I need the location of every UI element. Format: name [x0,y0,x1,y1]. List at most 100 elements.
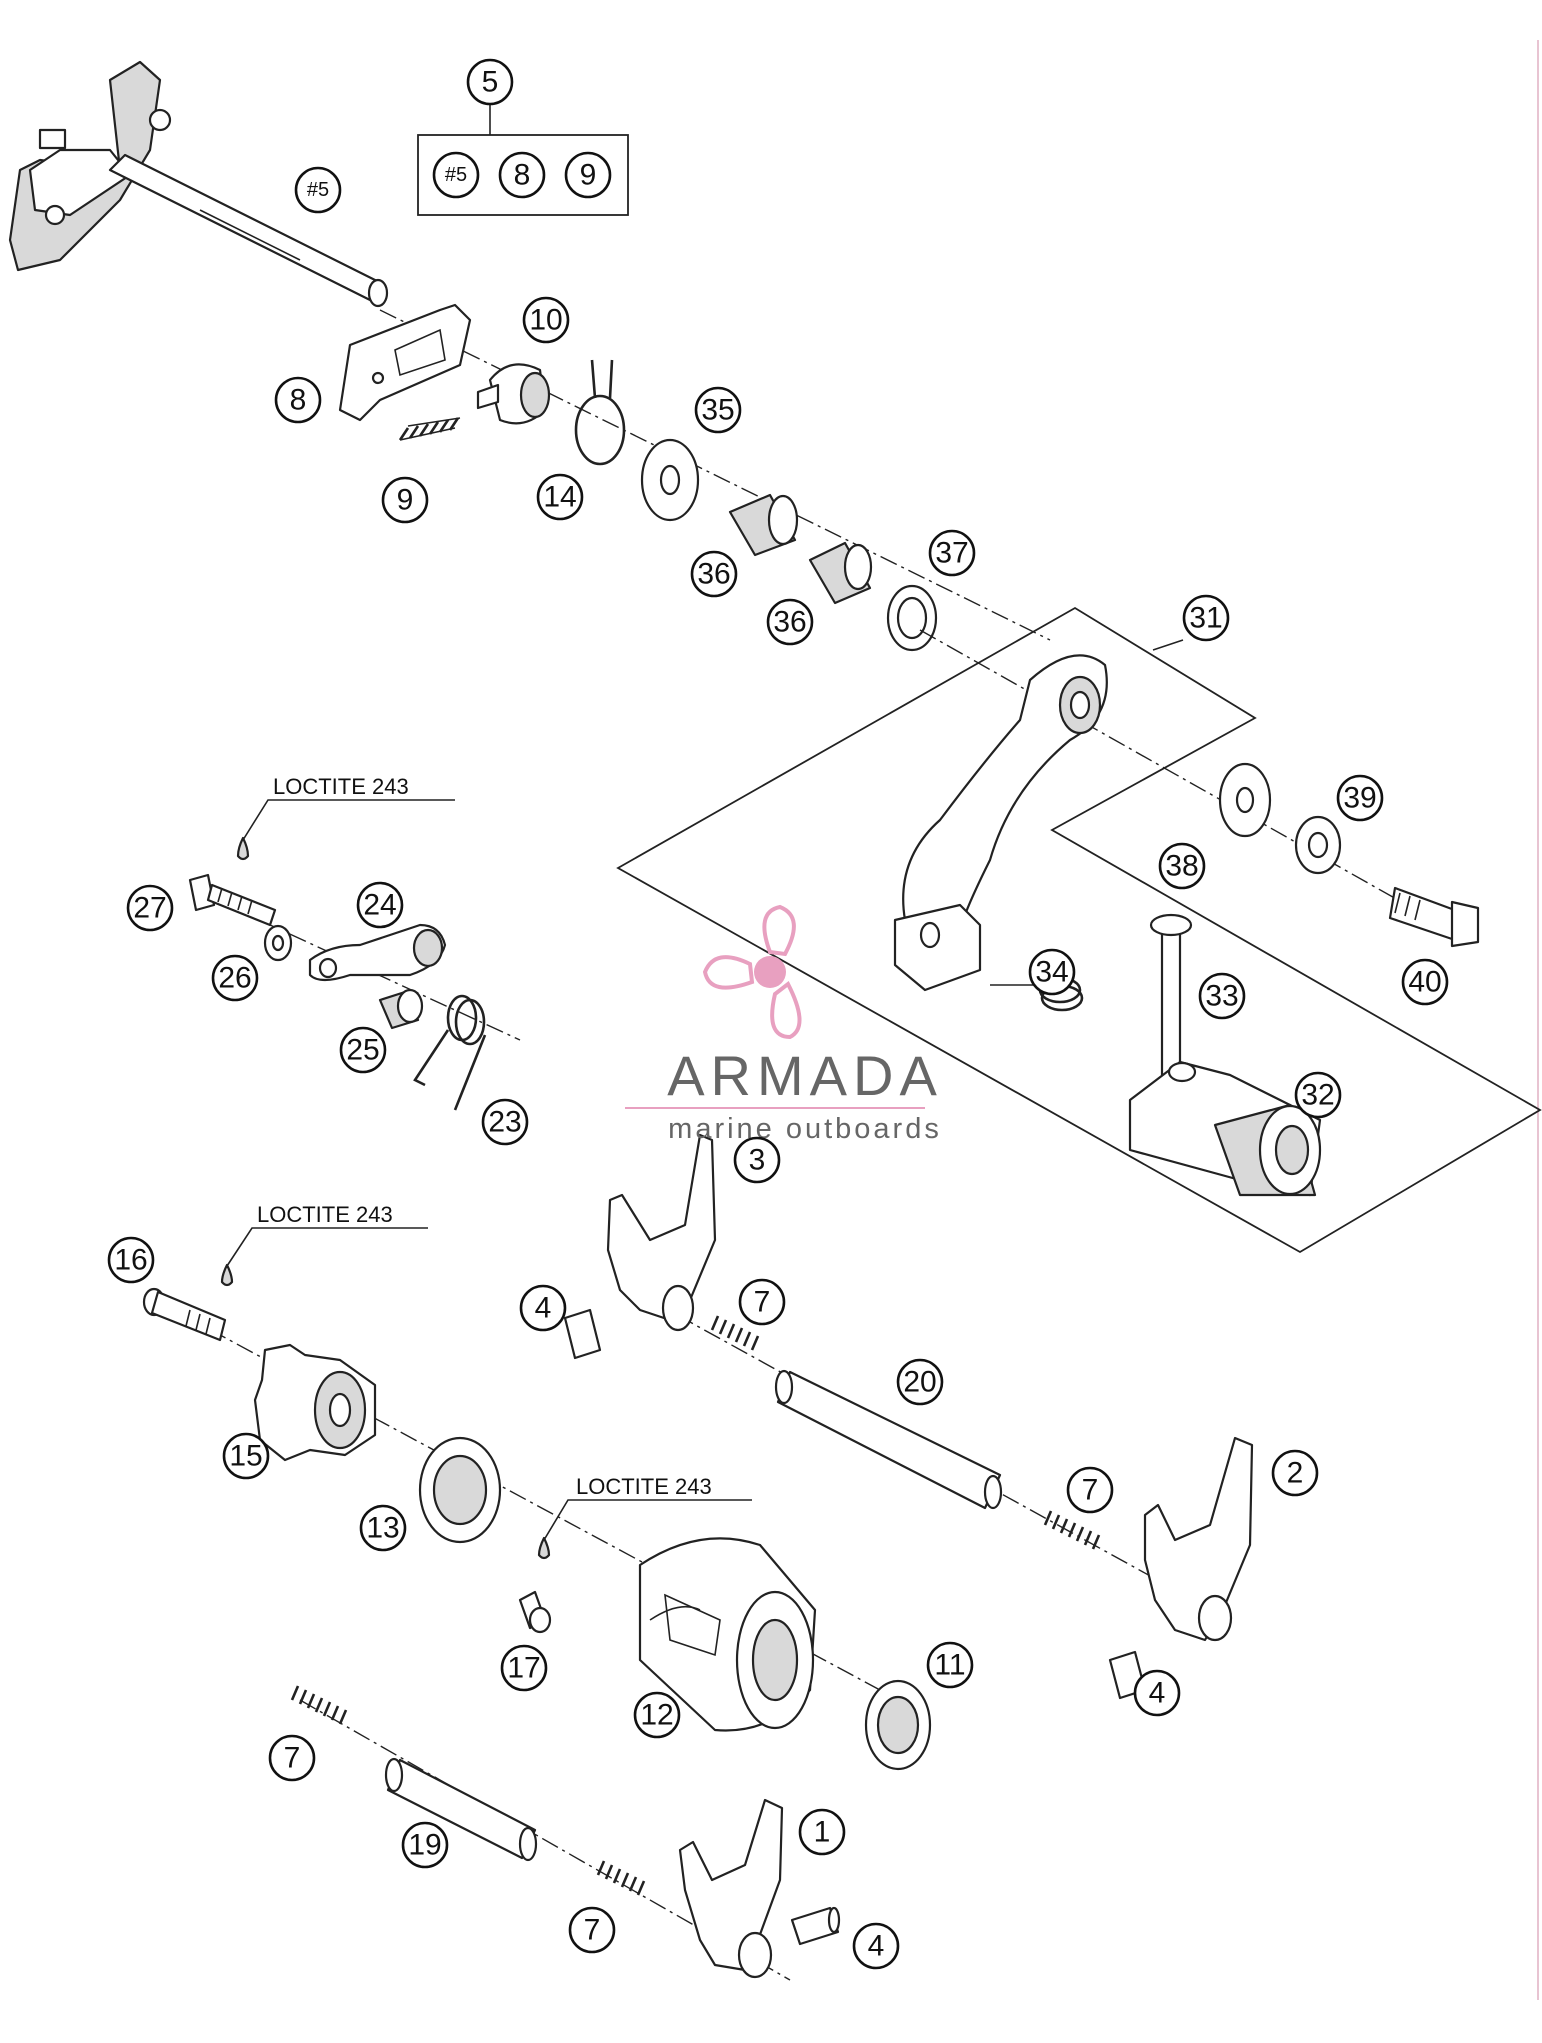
callout-kit-9: 9 [564,151,612,199]
callout-23: 23 [481,1098,529,1146]
svg-text:32: 32 [1301,1079,1334,1112]
pin-33 [1149,913,1193,1077]
callout-32: 32 [1294,1071,1342,1119]
svg-text:25: 25 [346,1034,379,1067]
loctite-drop-1 [236,799,455,861]
svg-text:8: 8 [514,159,531,192]
svg-text:26: 26 [218,962,251,995]
shift-star-15 [253,1343,377,1462]
callout-12: 12 [633,1691,681,1739]
svg-text:1: 1 [814,1816,831,1849]
propeller-icon [702,904,802,1040]
watermark-brand: ARMADA [667,1044,943,1107]
callout-31: 31 [1182,594,1230,642]
callout-25: 25 [339,1026,387,1074]
svg-text:10: 10 [529,304,562,337]
svg-text:23: 23 [488,1106,521,1139]
callout-4b: 4 [1133,1669,1181,1717]
shift-fork-3 [606,1133,1231,1621]
callout-34: 34 [1028,948,1076,996]
svg-text:4: 4 [1149,1677,1166,1710]
callout-1: 1 [798,1808,846,1856]
loctite-label-2: LOCTITE 243 [257,1202,393,1227]
spring-7a [710,1315,760,1351]
svg-text:27: 27 [133,892,166,925]
callout-kit-8: 8 [498,151,546,199]
svg-text:19: 19 [408,1829,441,1862]
spring-23 [413,994,487,1111]
callout-11: 11 [926,1641,974,1689]
callout-3: 3 [733,1136,781,1184]
svg-text:7: 7 [284,1742,301,1775]
bearing-11 [864,1679,932,1771]
bolt-27 [188,873,521,1041]
callout-20: 20 [896,1358,944,1406]
callout-24: 24 [356,881,404,929]
callout-33: 33 [1198,972,1246,1020]
shift-fork-2 [1143,1436,1254,1642]
svg-text:31: 31 [1189,602,1222,635]
shift-fork-1 [678,1798,784,1979]
callout-7d: 7 [568,1906,616,1954]
watermark-tagline: marine outboards [668,1113,942,1145]
svg-text:7: 7 [754,1286,771,1319]
callout-37: 37 [928,529,976,577]
svg-text:8: 8 [290,384,307,417]
washer-26 [263,924,293,962]
seal-ring-37 [886,584,938,652]
roller-25 [378,988,424,1030]
svg-text:4: 4 [868,1930,885,1963]
svg-text:36: 36 [773,606,806,639]
loctite-drop-2 [220,1227,428,1287]
callout-shaft-5: #5 [294,166,342,214]
svg-text:9: 9 [397,484,414,517]
svg-text:#5: #5 [307,179,329,201]
svg-text:40: 40 [1408,966,1441,999]
callout-19: 19 [401,1821,449,1869]
callout-38: 38 [1158,842,1206,890]
callout-15: 15 [222,1432,270,1480]
spring-7b [1043,1510,1101,1550]
callout-36b: 36 [766,598,814,646]
callout-4c: 4 [852,1922,900,1970]
loctite-label-1: LOCTITE 243 [273,774,409,799]
ratchet-10 [476,363,551,425]
svg-text:9: 9 [580,159,597,192]
svg-text:37: 37 [935,537,968,570]
fork-rail-20 [774,1369,1003,1510]
callout-4a: 4 [519,1284,567,1332]
callout-36a: 36 [690,550,738,598]
svg-text:34: 34 [1035,956,1068,989]
callout-39: 39 [1336,774,1384,822]
svg-text:2: 2 [1287,1457,1304,1490]
pin-4a [563,1308,602,1360]
callout-14: 14 [536,473,584,521]
spring-7d [596,1860,646,1896]
washer-38 [1218,762,1272,838]
svg-text:7: 7 [1082,1474,1099,1507]
screw-17 [518,1590,552,1634]
lever-24 [308,923,447,982]
watermark-logo: ARMADA marine outboards [625,904,943,1145]
bolt-40 [1388,886,1480,948]
callout-9: 9 [381,476,429,524]
callout-27: 27 [126,884,174,932]
callout-16: 16 [107,1236,155,1284]
callout-8: 8 [274,376,322,424]
callout-7a: 7 [738,1278,786,1326]
foot-peg-32 [1128,1060,1322,1197]
svg-text:35: 35 [701,394,734,427]
shift-lever [893,629,1461,992]
loctite-drop-3 [537,1499,752,1560]
svg-text:11: 11 [934,1649,965,1682]
return-spring-14 [574,359,626,466]
spring-9 [398,417,461,441]
fork-rail-19 [384,1757,538,1862]
callout-10: 10 [522,296,570,344]
svg-text:17: 17 [507,1652,540,1685]
svg-text:#5: #5 [445,164,467,186]
svg-text:13: 13 [366,1512,399,1545]
svg-text:36: 36 [697,558,730,591]
shift-drum-12 [638,1537,817,1732]
